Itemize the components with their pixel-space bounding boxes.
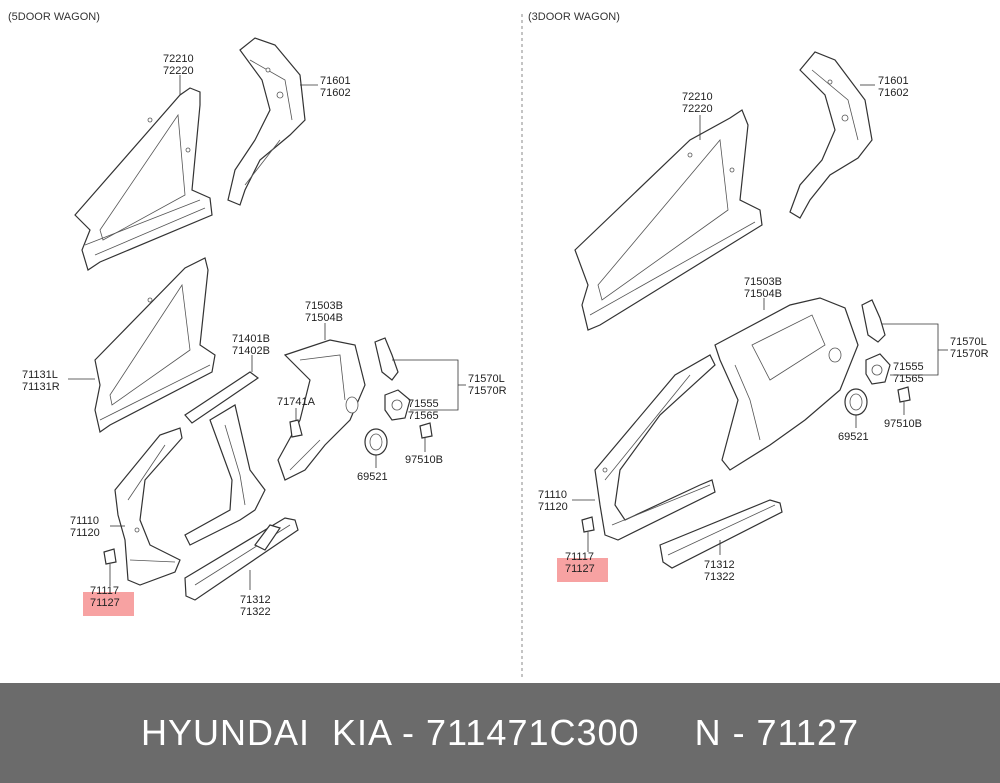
label-71602: 71602 (320, 87, 351, 99)
label-71570r: 71570R (468, 385, 507, 397)
label-71503b: 71503B (305, 300, 343, 312)
label-r-71322: 71322 (704, 571, 735, 583)
label-71110: 71110 (70, 515, 99, 527)
label-r-72220: 72220 (682, 103, 713, 115)
left-part-71570l-filler-housing (374, 337, 411, 421)
left-part-71601-quarter-inner (227, 37, 306, 206)
right-part-71601-quarter-inner (789, 51, 873, 219)
left-highlight-71117 (83, 592, 134, 616)
left-part-71401b-side-outer (184, 371, 266, 546)
label-r-71110: 71110 (538, 489, 567, 501)
label-r-71312: 71312 (704, 559, 735, 571)
label-r-71127: 71127 (565, 563, 595, 575)
label-71504b: 71504B (305, 312, 343, 324)
label-r-71504b: 71504B (744, 288, 782, 300)
label-r-71570r: 71570R (950, 348, 989, 360)
left-part-72210-frame (74, 87, 213, 271)
right-part-71503b-side-outer (714, 297, 859, 471)
label-71555: 71555 (408, 398, 439, 410)
label-r-71555: 71555 (893, 361, 924, 373)
right-part-97510b-vent (897, 386, 911, 403)
label-r-71503b: 71503B (744, 276, 782, 288)
right-part-71110-front-pillar (594, 354, 716, 541)
right-panel-title: (3DOOR WAGON) (528, 11, 620, 23)
right-highlight-71117 (557, 558, 608, 582)
left-part-97510b-vent (419, 422, 433, 439)
left-part-71741a-bracket (289, 419, 303, 438)
left-part-71503b-quarter-outer (277, 339, 366, 481)
label-r-71117: 71117 (565, 551, 594, 563)
left-part-71110-front-pillar (114, 427, 183, 586)
parts-diagram: (5DOOR WAGON) 72210 72220 71601 71602 71… (8, 11, 989, 678)
label-r-69521: 69521 (838, 431, 869, 443)
left-part-71117-bracket (103, 548, 117, 565)
left-part-69521-fuel-door (364, 428, 388, 456)
right-part-69521-fuel-door (844, 388, 868, 416)
footer-text: HYUNDAI KIA - 711471C300 N - 71127 (140, 712, 859, 753)
label-r-97510b: 97510B (884, 418, 922, 430)
left-part-71131-inner-side (94, 257, 216, 434)
label-71131l: 71131L (22, 369, 58, 381)
label-71117: 71117 (90, 585, 119, 597)
label-r-71565: 71565 (893, 373, 924, 385)
label-71127: 71127 (90, 597, 120, 609)
right-part-72210-frame (574, 109, 763, 331)
label-97510b: 97510B (405, 454, 443, 466)
label-71120: 71120 (70, 527, 100, 539)
label-71601: 71601 (320, 75, 351, 87)
label-71570l: 71570L (468, 373, 505, 385)
label-r-71601: 71601 (878, 75, 909, 87)
part-number-footer: HYUNDAI KIA - 711471C300 N - 71127 (0, 683, 1000, 783)
label-71131r: 71131R (22, 381, 60, 393)
right-part-71312-side-sill (659, 499, 783, 569)
label-71565: 71565 (408, 410, 439, 422)
label-71312: 71312 (240, 594, 271, 606)
label-r-72210: 72210 (682, 91, 713, 103)
label-72220: 72220 (163, 65, 194, 77)
right-part-71570l-filler-housing (861, 299, 891, 385)
label-r-71602: 71602 (878, 87, 909, 99)
label-72210: 72210 (163, 53, 194, 65)
label-69521: 69521 (357, 471, 388, 483)
label-71322: 71322 (240, 606, 271, 618)
label-71402b: 71402B (232, 345, 270, 357)
label-71401b: 71401B (232, 333, 270, 345)
left-panel-title: (5DOOR WAGON) (8, 11, 100, 23)
left-part-71312-side-sill (184, 517, 299, 601)
label-r-71120: 71120 (538, 501, 568, 513)
right-part-71117-bracket (581, 516, 595, 533)
label-71741a: 71741A (277, 396, 316, 408)
label-r-71570l: 71570L (950, 336, 987, 348)
